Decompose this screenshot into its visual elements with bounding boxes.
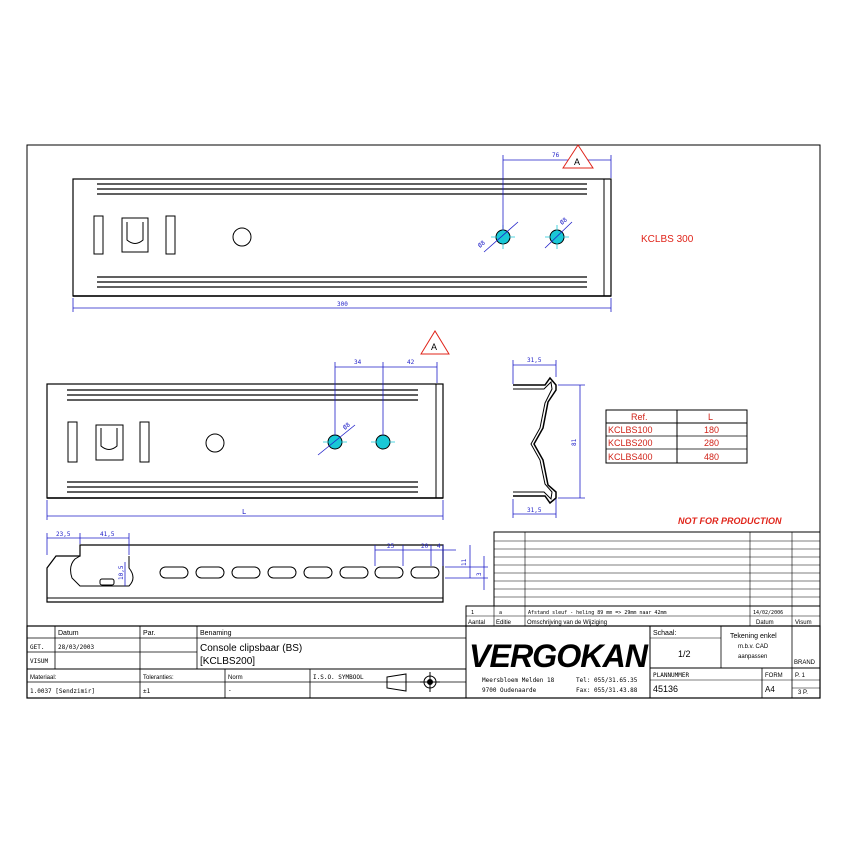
section-marker-top [562,144,594,169]
tb-toleranties-label: Toleranties: [143,675,174,681]
top-view-hole2-dim: Ø8 [559,216,569,226]
middle-view-hole-dim: Ø8 [342,421,352,431]
revision-row-date: 14/02/2006 [753,610,783,616]
tb-get-date: 28/03/2003 [58,644,95,651]
revision-header: Aantal [468,620,485,626]
profile-top-dim: 31,5 [527,357,542,364]
top-view-offset-dim: 76 [552,152,560,159]
ref-table: Ref. L KCLBS100 180 KCLBS200 280 KCLBS40… [605,409,748,464]
revision-row-index: 1 [471,610,474,616]
section-marker-top-label: A [574,157,580,167]
profile-height-dim: 81 [571,438,578,446]
middle-view-clip-slots [67,421,150,463]
tb-tel: Tel: 055/31.65.35 [576,677,638,684]
bottom-view-dim-d: 20 [421,543,429,550]
top-view-outline [72,178,612,297]
tb-get-label: GET. [30,644,44,651]
ref-table-cell: 180 [704,425,719,435]
tb-plan-label: PLANNUMMER [653,672,690,679]
bottom-view-dim-c: 25 [387,543,395,550]
middle-view-mount-holes [317,424,395,456]
revision-grid [465,531,821,627]
tb-par-header: Par. [143,630,156,637]
tb-benaming-header: Benaming [200,630,232,637]
revision-header: Visum [795,620,812,626]
ref-table-cell: KCLBS100 [608,425,653,435]
tb-form-label: FORM [765,673,783,679]
tb-form-value: A4 [765,685,775,694]
revision-row-letter: a [499,610,502,616]
tb-plan-value: 45136 [653,684,678,694]
tb-title-line2: [KCLBS200] [200,656,255,667]
middle-view-ribs [67,389,418,493]
profile-bottom-dim: 31,5 [527,507,542,514]
middle-view: Ø8 34 42 A L [46,330,450,520]
top-view-mount-holes [483,221,573,253]
ref-table-cell: 480 [704,452,719,462]
tb-page-label: P. 1 [795,673,806,679]
tb-materiaal-label: Materiaal: [30,675,57,681]
top-view-hole1-dim: Ø8 [477,239,487,249]
revision-row-text: Afstand sleuf - heling 89 mm => 29mm naa… [528,610,666,616]
iso-projection-symbol [386,672,440,692]
top-view-round-hole [232,227,252,247]
section-marker-middle-label: A [431,342,437,352]
tb-brand-label: BRAND [794,660,816,666]
ref-table-header-ref: Ref. [631,412,648,422]
middle-view-spacing1-dim: 34 [354,359,362,366]
tb-pages-label: 3 P. [798,690,808,696]
revision-header: Omschrijving van de Wijziging [527,620,607,626]
ref-table-cell: KCLBS400 [608,452,653,462]
bottom-view-right-dim2: 3 [476,572,483,576]
top-view-clip-slots [93,215,176,255]
tb-title-line1: Console clipsbaar (BS) [200,643,302,654]
tb-note-line3: aanpassen [738,654,767,660]
not-for-production-warning: NOT FOR PRODUCTION [678,516,782,526]
section-marker-middle [420,330,450,355]
middle-view-round-hole [205,433,225,453]
revision-header: Datum [756,620,774,626]
ref-table-header-l: L [708,412,713,422]
tb-address1: Meersbloem Melden 18 [482,677,555,684]
profile-view: 31,5 31,5 81 [512,357,585,518]
top-view: Ø8 Ø8 76 A 300 KCLBS 300 [72,144,694,312]
bottom-view-slot-dim: 10,5 [118,565,125,580]
tb-schaal-label: Schaal: [653,630,676,637]
tb-materiaal-value: 1.0037 [Sendzimir] [30,688,95,695]
bottom-view-dim-b: 41,5 [100,531,115,538]
middle-view-length-dim: L [242,508,246,516]
tb-note-line1: Tekening enkel [730,633,777,640]
tb-note-line2: m.b.v. CAD [738,644,769,650]
title-block [26,625,821,699]
tb-iso-label: I.S.O. SYMBOOL [313,674,364,681]
top-view-label: KCLBS 300 [641,234,694,245]
ref-table-cell: KCLBS200 [608,438,653,448]
tb-schaal-value: 1/2 [678,649,691,659]
top-view-length-dim: 300 [337,301,348,308]
tb-toleranties-value: ±1 [143,688,151,695]
bottom-view: 23,5 41,5 25 20 4 10,5 11 3 [46,531,488,603]
tb-norm-label: Norm [228,675,243,681]
top-view-ribs [97,183,587,288]
tb-norm-value: - [228,687,232,694]
bottom-view-right-dim1: 11 [461,558,468,566]
bottom-view-dim-a: 23,5 [56,531,71,538]
bottom-view-dim-e: 4 [437,543,441,550]
tb-datum-header: Datum [58,630,79,637]
middle-view-spacing2-dim: 42 [407,359,415,366]
revision-header: Editie [496,620,512,626]
tb-fax: Fax: 055/31.43.88 [576,687,638,694]
ref-table-cell: 280 [704,438,719,448]
bottom-view-slots [159,566,440,579]
company-logo: VERGOKAN [469,638,649,674]
tb-visum-label: VISUM [30,658,48,665]
tb-address2: 9700 Oudenaarde [482,687,537,694]
